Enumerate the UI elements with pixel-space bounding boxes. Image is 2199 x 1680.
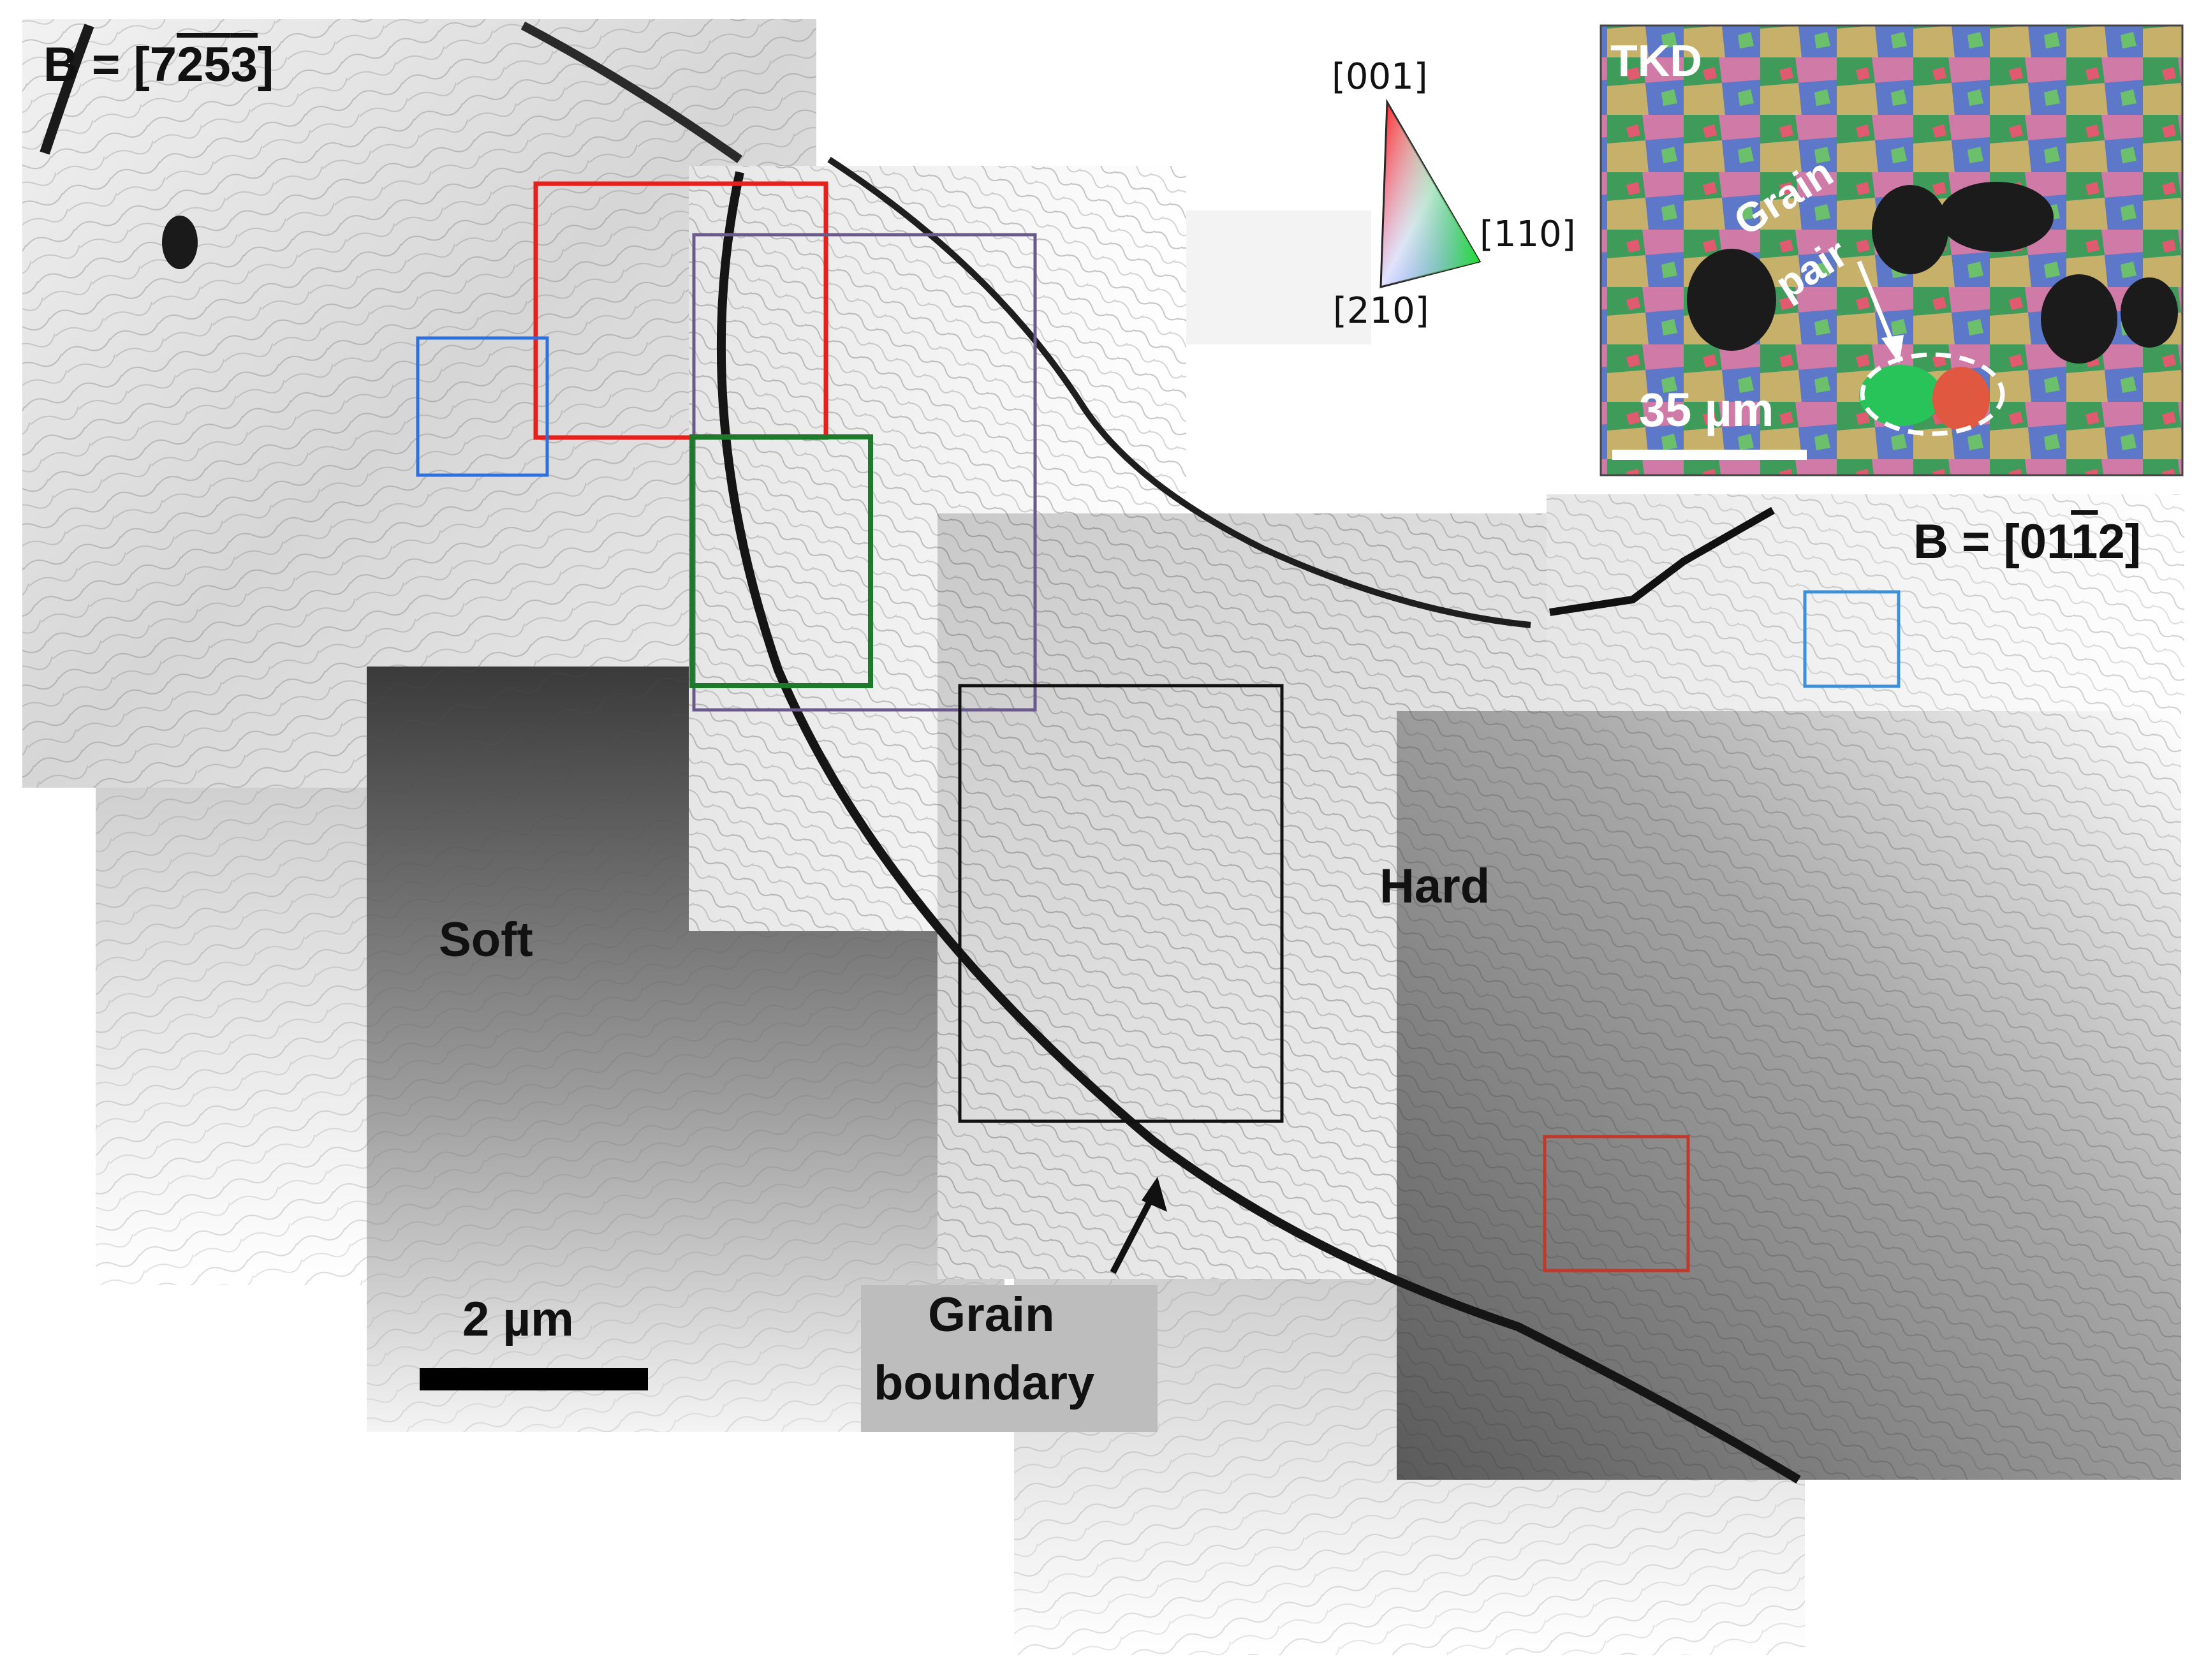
grain-boundary-top xyxy=(520,21,743,163)
ipf-label-110: [110] xyxy=(1480,214,1576,255)
zone-axis-left-label: B = [7253] xyxy=(43,37,274,92)
green-box xyxy=(689,434,873,688)
zone-axis-left-suffix: ] xyxy=(257,38,274,92)
zone-axis-left-digit: 3 xyxy=(230,38,258,92)
boundary-arrow-head xyxy=(1142,1177,1167,1212)
zone-axis-right-prefix: B = [01 xyxy=(1913,515,2071,569)
grain-boundary-label-line1: Grain xyxy=(928,1288,1055,1342)
light-blue-box xyxy=(1803,590,1901,688)
zone-axis-right-label: B = [0112] xyxy=(1913,514,2141,570)
hard-label: Hard xyxy=(1379,859,1490,913)
zone-axis-right-suffix: 2] xyxy=(2098,515,2142,569)
ipf-label-001: [001] xyxy=(1332,56,1428,98)
zone-axis-right-digit: 1 xyxy=(2071,515,2098,569)
boundary-arrow xyxy=(1110,1191,1158,1274)
tkd-scale-bar-label: 35 µm xyxy=(1639,383,1774,436)
tem-tile-texture xyxy=(1397,711,2181,1480)
zone-axis-left-digit: 5 xyxy=(203,38,231,92)
red-box xyxy=(533,181,828,440)
scale-bar-label: 2 µm xyxy=(462,1292,574,1346)
ipf-legend xyxy=(1379,98,1482,288)
grain-boundary-right xyxy=(1549,506,1775,616)
precipitate xyxy=(162,216,198,269)
tkd-inset xyxy=(1600,24,2184,476)
tem-tile-texture xyxy=(96,788,383,1285)
ipf-label-210: [210] xyxy=(1333,290,1429,332)
scale-bar xyxy=(420,1368,648,1390)
black-box xyxy=(958,684,1284,1123)
dark-red-box xyxy=(1543,1135,1690,1272)
grain-boundary-left xyxy=(40,24,94,155)
zone-axis-left-digit: 2 xyxy=(177,38,204,92)
tem-tile-texture xyxy=(1547,494,2184,711)
grain-boundary xyxy=(716,171,1801,1484)
tem-tile xyxy=(861,1285,1158,1432)
tem-tile xyxy=(1186,210,1371,344)
soft-label: Soft xyxy=(439,913,533,967)
grain-boundary-upper xyxy=(827,156,1531,628)
zone-axis-left-prefix: B = [7 xyxy=(43,38,177,92)
tkd-title: TKD xyxy=(1610,36,1702,85)
grain-boundary-label-line2: boundary xyxy=(874,1356,1095,1410)
blue-box xyxy=(416,336,549,477)
